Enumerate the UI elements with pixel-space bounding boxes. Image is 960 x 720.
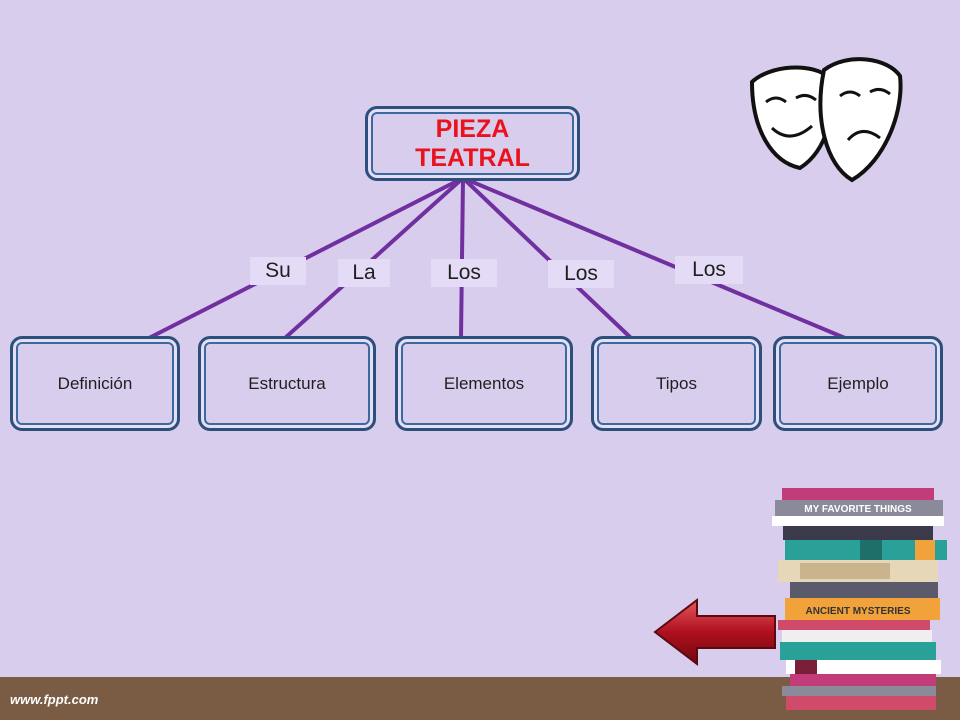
connector-label-la: La	[338, 259, 390, 287]
node-definicion: Definición	[10, 336, 180, 431]
floor-bar	[0, 677, 960, 720]
node-estructura: Estructura	[198, 336, 376, 431]
connector-line-elementos	[459, 177, 465, 339]
watermark: www.fppt.com	[10, 692, 99, 707]
root-line-2: TEATRAL	[415, 143, 530, 172]
connector-label-los-1: Los	[431, 259, 497, 287]
node-ejemplo: Ejemplo	[773, 336, 943, 431]
connector-line-ejemplo	[462, 176, 846, 340]
node-tipos: Tipos	[591, 336, 762, 431]
connector-line-tipos	[461, 176, 633, 340]
connector-label-los-2: Los	[548, 260, 614, 288]
connector-line-estructura	[283, 176, 465, 340]
node-elementos: Elementos	[395, 336, 573, 431]
connector-label-los-3: Los	[675, 256, 743, 284]
root-node: PIEZA TEATRAL	[365, 106, 580, 181]
connector-label-su: Su	[250, 257, 306, 285]
root-line-1: PIEZA	[435, 114, 510, 143]
connector-line-definicion	[148, 176, 464, 340]
